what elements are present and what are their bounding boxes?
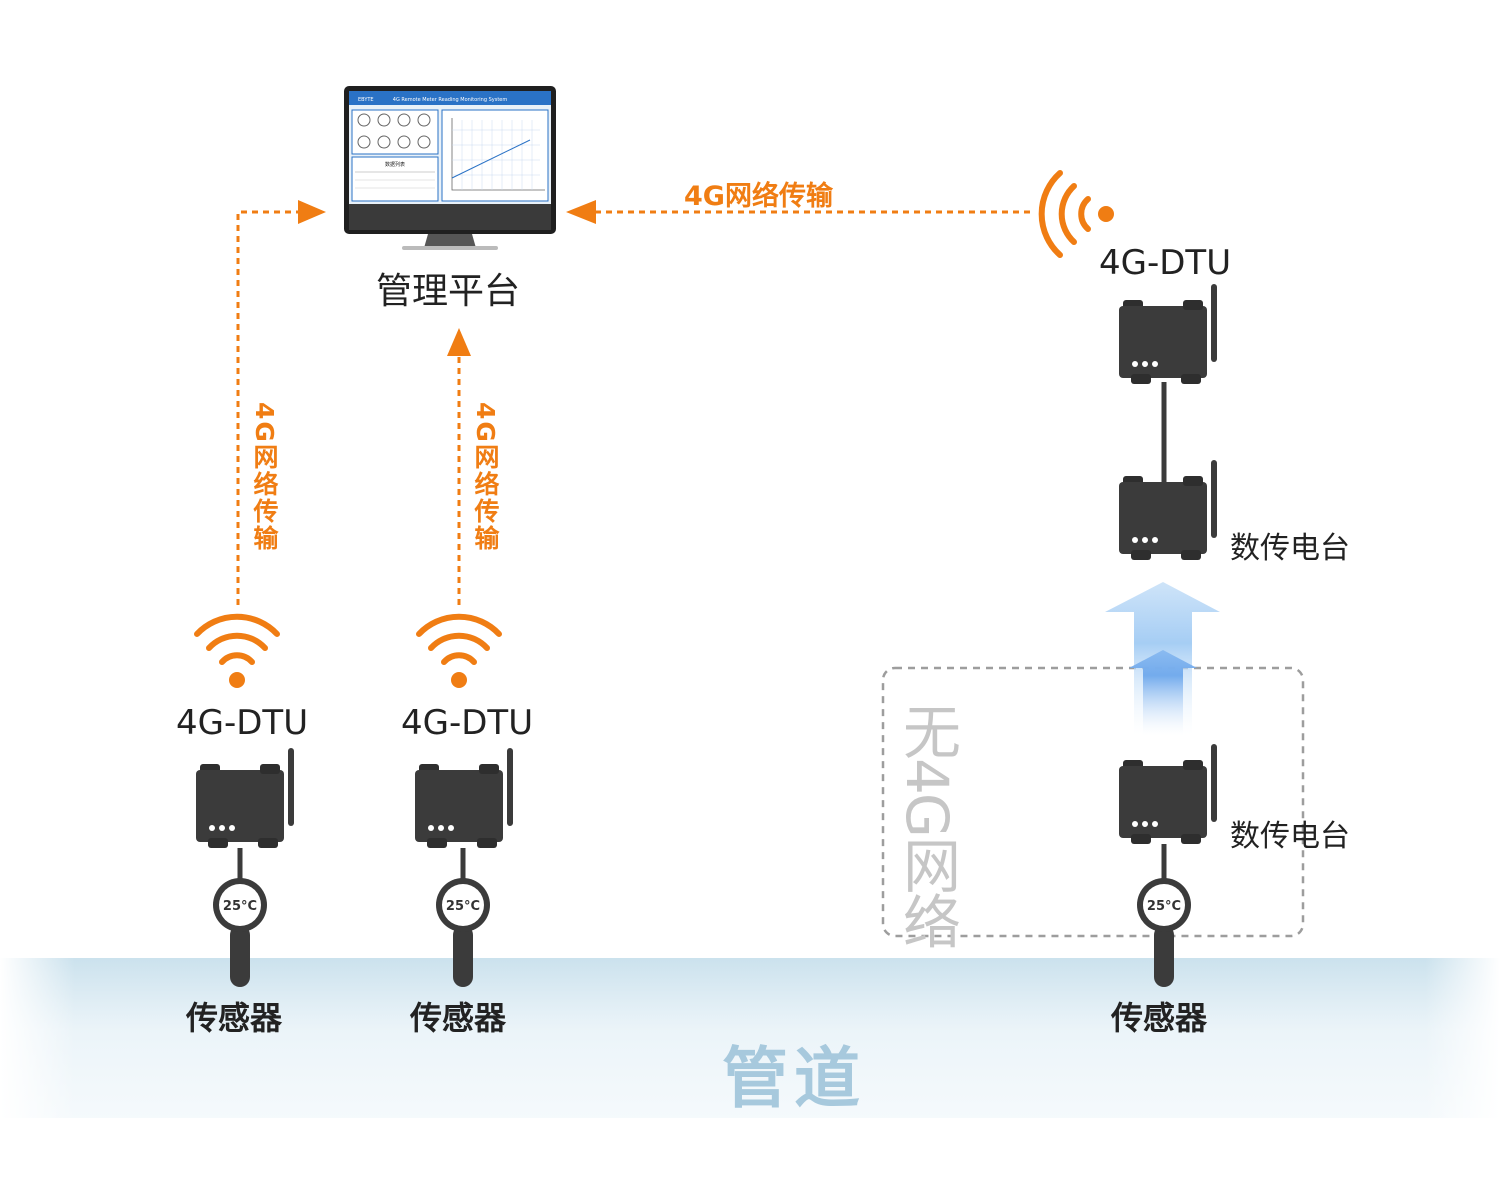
no-4g-zone-label: 无4G网络 (893, 702, 961, 948)
radio-lower-device (1119, 744, 1217, 844)
dtu-left-label: 4G-DTU (176, 703, 309, 743)
network-label-left: 4G网络传输 (250, 402, 279, 552)
no-4g-zone-box (881, 666, 1305, 938)
sensor-reading: 25°C (1147, 899, 1181, 914)
sensor-right-label: 传感器 (1111, 999, 1208, 1037)
network-label-horizontal: 4G网络传输 (684, 181, 833, 212)
screen-logo: EBYTE (358, 97, 374, 103)
wifi-icon (416, 613, 502, 688)
left-dtu-to-platform-line (236, 210, 298, 605)
thermometer-icon (436, 878, 490, 987)
screen-title: 4G Remote Meter Reading Monitoring Syste… (393, 97, 508, 103)
screen-table-title: 数据列表 (385, 161, 405, 168)
wifi-icon (1038, 170, 1114, 258)
wifi-icon (194, 613, 280, 688)
radio-upper-device (1119, 460, 1217, 560)
sensor-mid-label: 传感器 (410, 999, 507, 1037)
sensor-reading: 25°C (223, 899, 257, 914)
sensor-reading: 25°C (446, 899, 480, 914)
dtu-mid-device (415, 748, 513, 848)
thermometer-icon (213, 878, 267, 987)
sensor-left-label: 传感器 (186, 999, 283, 1037)
dtu-right-device (1119, 284, 1217, 384)
thermometer-icon (1137, 878, 1191, 987)
dtu-left-device (196, 748, 294, 848)
network-label-mid: 4G网络传输 (471, 402, 500, 552)
wireless-up-arrow (1105, 582, 1220, 735)
dtu-right-label: 4G-DTU (1099, 243, 1232, 283)
pipeline-label: 管道 (722, 1040, 866, 1117)
dtu-mid-label: 4G-DTU (401, 703, 534, 743)
monitor-icon (344, 86, 556, 250)
radio-upper-label: 数传电台 (1230, 531, 1350, 566)
arrow-head-up (447, 328, 471, 356)
arrow-head-left (298, 200, 326, 224)
management-platform-label: 管理平台 (376, 271, 521, 312)
radio-lower-label: 数传电台 (1230, 819, 1350, 854)
arrow-head-right (566, 200, 596, 224)
